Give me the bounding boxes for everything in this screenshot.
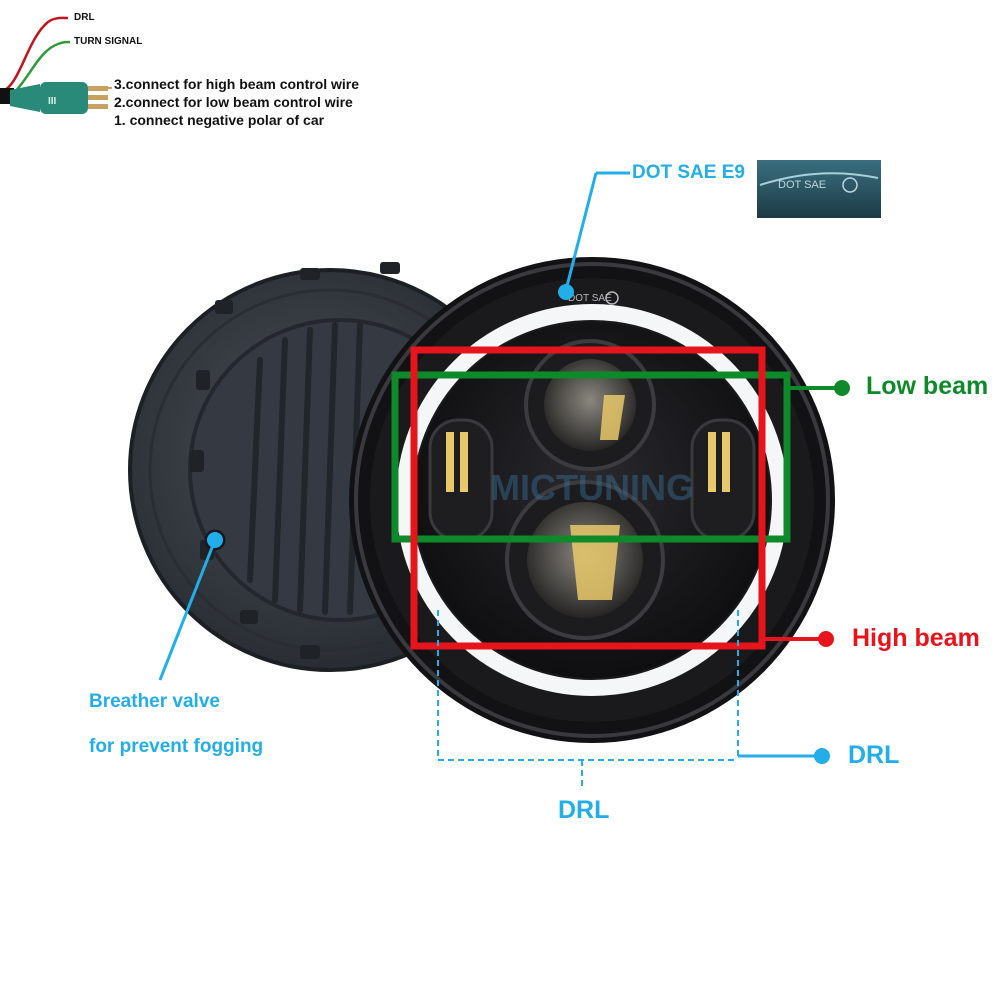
dot-callout: [564, 171, 630, 291]
pin-2-label: 2.connect for low beam control wire: [114, 94, 353, 110]
high-beam-box: [410, 346, 766, 650]
low-beam-box: [391, 371, 791, 543]
high-beam-callout: [410, 346, 834, 650]
wiring-harness: III: [0, 16, 112, 114]
dot-stamp-inset: DOT SAE: [757, 160, 881, 218]
callout-dot-icon: [207, 532, 223, 548]
breather-callout: [158, 539, 217, 681]
svg-text:III: III: [48, 96, 57, 107]
breather-valve-label: Breather valve: [89, 691, 220, 712]
dot-sae-stamp: DOT SAE: [568, 293, 612, 304]
breather-purpose-label: for prevent fogging: [89, 736, 264, 757]
connector-plug-icon: III: [10, 82, 108, 114]
dot-sae-label: DOT SAE E9: [632, 162, 745, 183]
callout-dot-icon: [818, 631, 834, 647]
high-beam-label: High beam: [852, 624, 980, 652]
turn-signal-wire-label: TURN SIGNAL: [74, 36, 143, 47]
drl-bottom-label: DRL: [558, 796, 610, 824]
low-beam-label: Low beam: [866, 372, 989, 400]
drl-wire-label: DRL: [74, 12, 95, 23]
low-beam-callout: [391, 371, 850, 543]
pin-1-label: 1. connect negative polar of car: [114, 112, 325, 128]
drl-wire: [0, 16, 69, 94]
brand-watermark: MICTUNING: [490, 467, 694, 508]
svg-text:DOT SAE: DOT SAE: [778, 179, 826, 191]
callout-dot-icon: [814, 748, 830, 764]
callout-dot-icon: [834, 380, 850, 396]
drl-right-label: DRL: [848, 741, 900, 769]
drl-halo-ring: [396, 304, 788, 696]
drl-callout: [437, 610, 822, 788]
pin-3-label: 3.connect for high beam control wire: [114, 76, 360, 92]
callout-dot-icon: [558, 284, 574, 300]
